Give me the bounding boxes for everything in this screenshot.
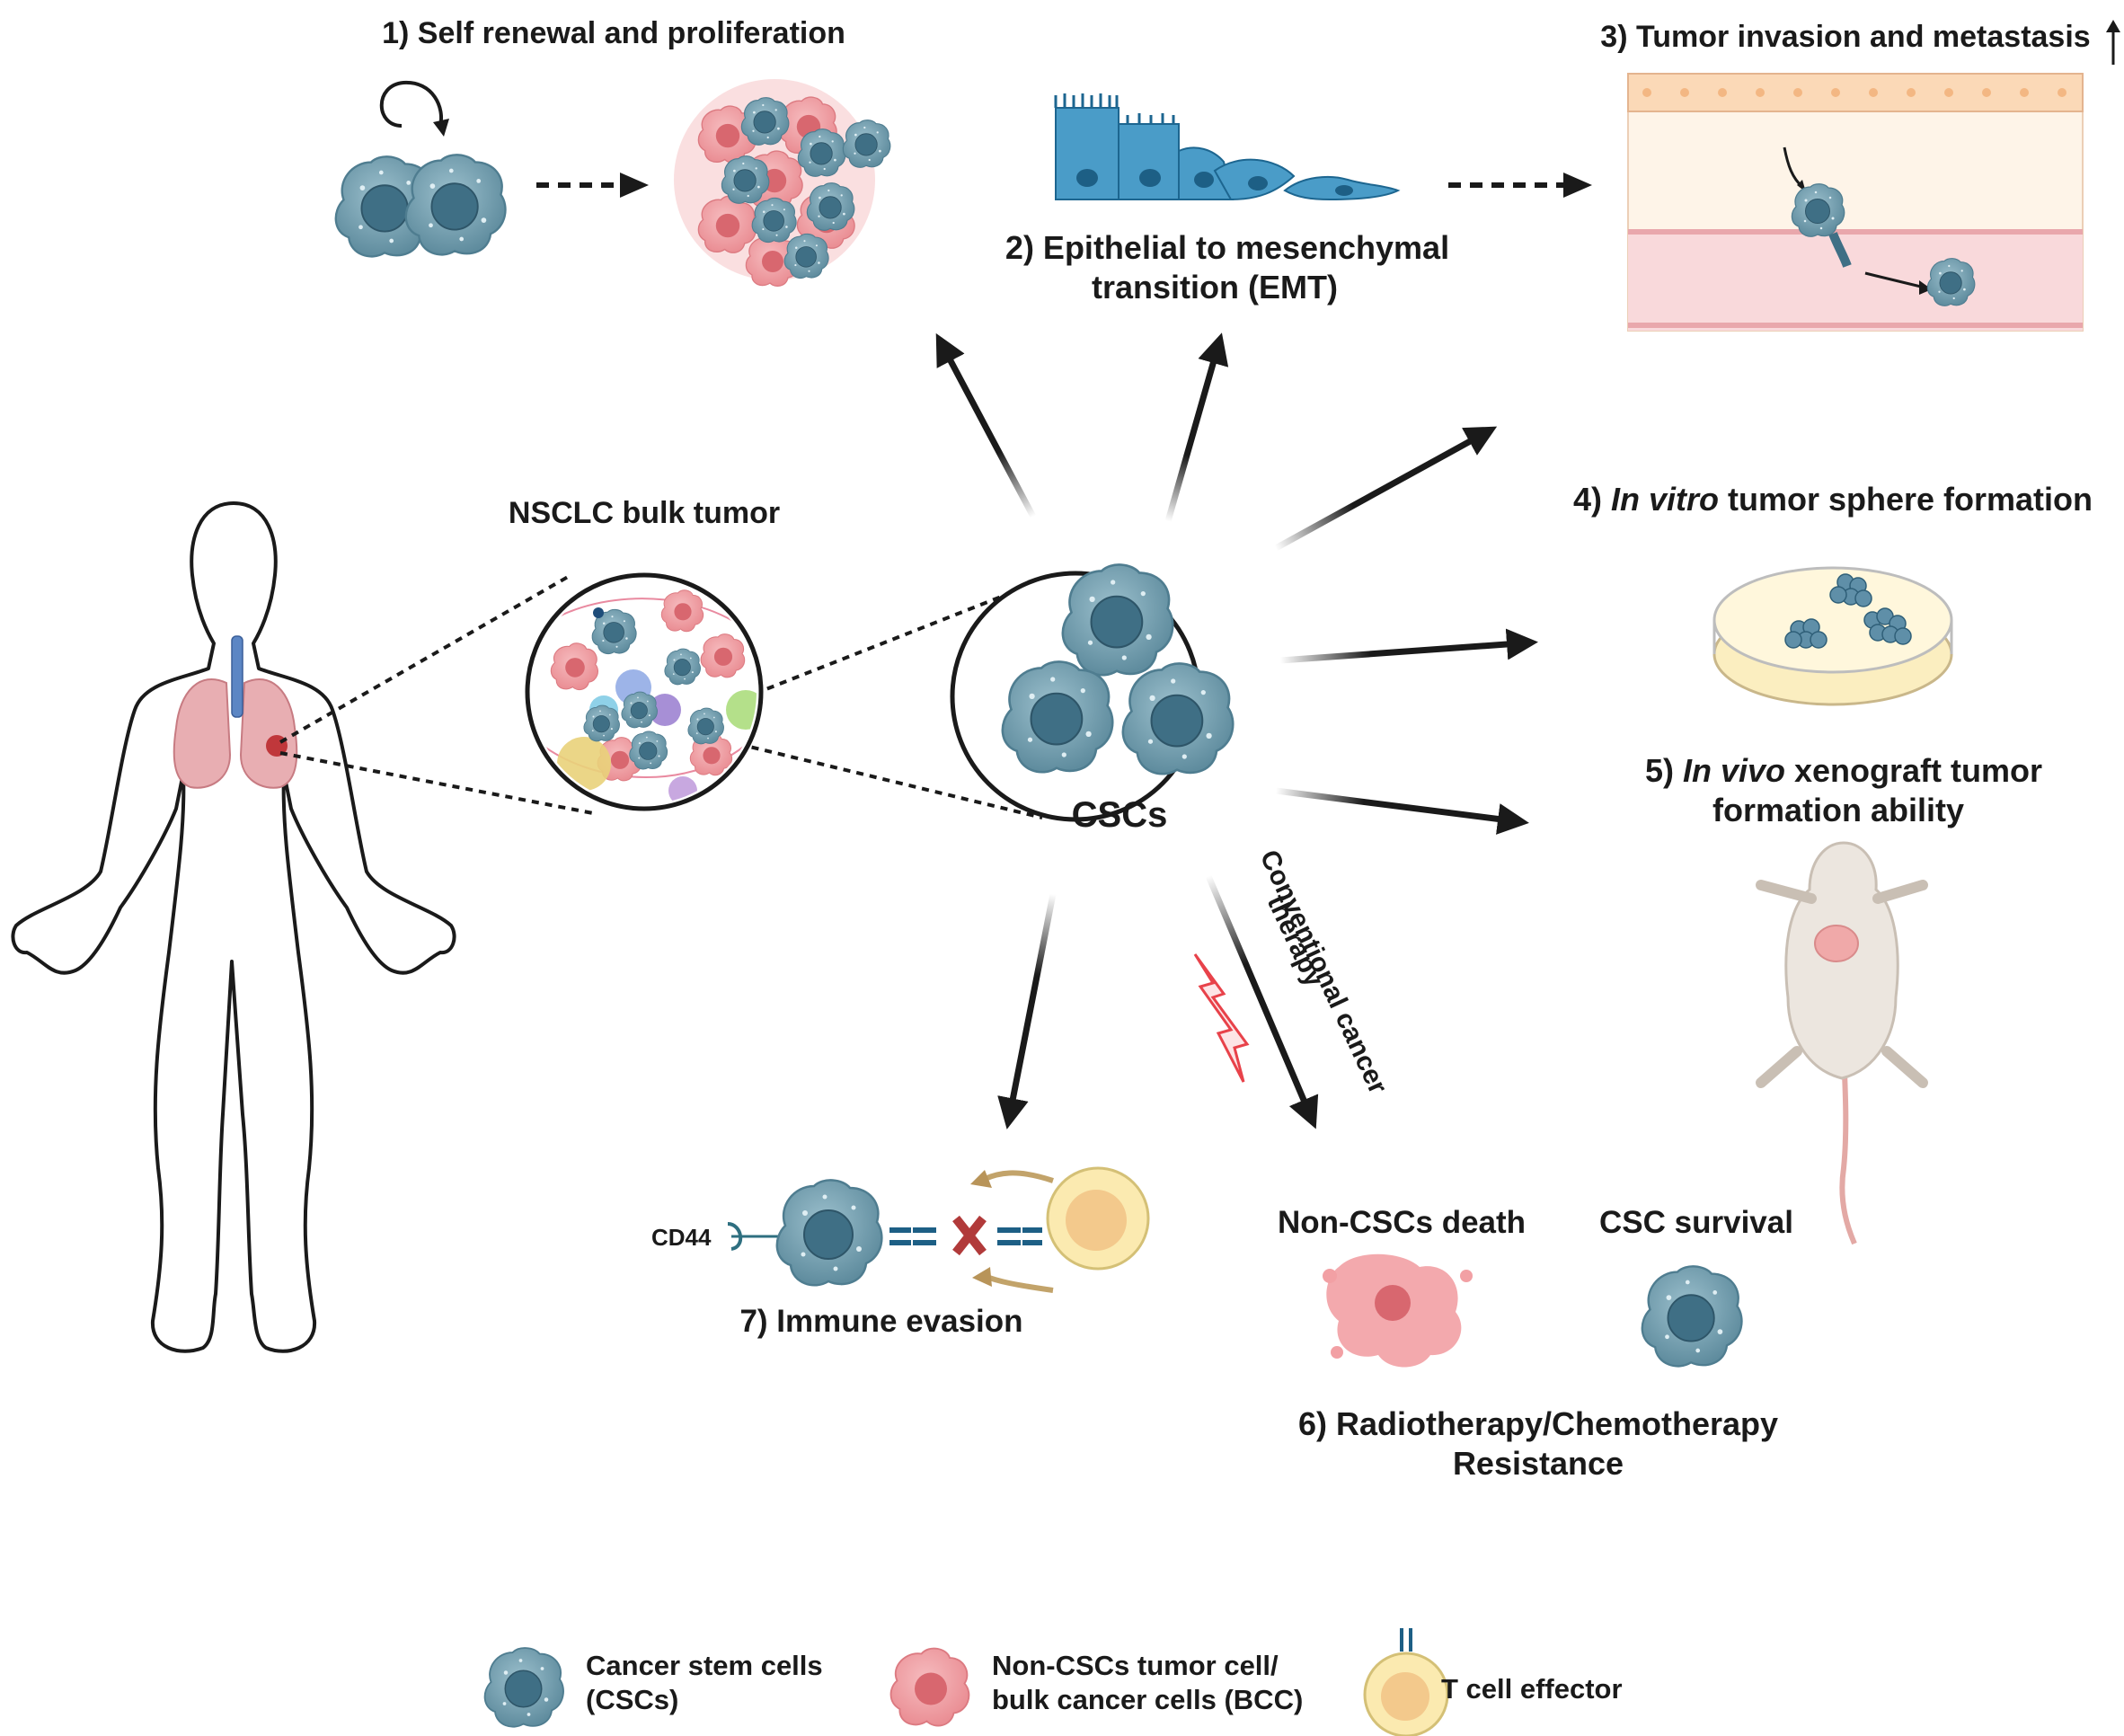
csc-survival-label: CSC survival xyxy=(1599,1205,1793,1240)
bulk-tumor-title: NSCLC bulk tumor xyxy=(509,496,780,530)
cscs-label: CSCs xyxy=(1072,795,1168,835)
t-cell-icon xyxy=(1363,1628,1449,1736)
xenograft-title-line1: 5) In vivo xenograft tumor xyxy=(1645,752,2042,789)
petri-dish-icon xyxy=(1712,566,1953,706)
non-csc-death-label: Non-CSCs death xyxy=(1278,1205,1526,1240)
immune-title: 7) Immune evasion xyxy=(739,1304,1022,1339)
sphere-title: 4) In vitro tumor sphere formation xyxy=(1573,481,2093,518)
legend-csc-line1: Cancer stem cells xyxy=(586,1650,823,1681)
csc-cell-icon xyxy=(483,1647,564,1728)
legend-item-non-csc: Non-CSCs tumor cell/ bulk cancer cells (… xyxy=(889,1647,1303,1727)
legend-non-csc-line1: Non-CSCs tumor cell/ xyxy=(992,1650,1279,1681)
tumor-mass-icon xyxy=(674,79,891,287)
legend: Cancer stem cells (CSCs) Non-CSCs tumor … xyxy=(483,1628,1623,1736)
mouse-icon xyxy=(1756,841,1928,1245)
invasion-title: 3) Tumor invasion and metastasis xyxy=(1600,20,2090,54)
legend-csc-line2: (CSCs) xyxy=(586,1684,678,1715)
emt-title-line2: transition (EMT) xyxy=(1092,269,1338,306)
xenograft-title-line2: formation ability xyxy=(1712,792,1964,828)
immune-evasion-panel: CD44 xyxy=(651,1166,1150,1293)
cscs-circle: CSCs xyxy=(950,563,1235,835)
lightning-icon xyxy=(1193,953,1250,1083)
legend-non-csc-line2: bulk cancer cells (BCC) xyxy=(992,1684,1303,1715)
up-arrow-icon xyxy=(2106,20,2120,65)
radiating-arrows xyxy=(935,332,1538,1129)
self-renewal-title: 1) Self renewal and proliferation xyxy=(382,16,845,50)
surviving-csc-icon xyxy=(1641,1265,1743,1368)
non-csc-cell-icon xyxy=(889,1647,970,1727)
emt-illustration xyxy=(1054,93,1592,201)
legend-item-csc: Cancer stem cells (CSCs) xyxy=(483,1647,823,1728)
legend-item-t-cell: T cell effector xyxy=(1363,1628,1623,1736)
legend-t-cell-line1: T cell effector xyxy=(1441,1673,1623,1705)
dying-cell-icon xyxy=(1323,1253,1473,1368)
emt-title-line1: 2) Epithelial to mesenchymal xyxy=(1005,229,1449,266)
bulk-tumor-circle xyxy=(525,572,764,811)
therapy-label: Conventional cancer therapy xyxy=(1254,846,1394,1099)
lungs-icon xyxy=(173,635,298,789)
invasion-illustration xyxy=(1627,73,2084,332)
zoom-lines xyxy=(279,575,1043,819)
resistance-title-line2: Resistance xyxy=(1453,1445,1624,1482)
cd44-label: CD44 xyxy=(651,1224,712,1251)
human-body-icon xyxy=(11,501,456,1353)
self-renewal-panel xyxy=(334,79,891,287)
resistance-title-line1: 6) Radiotherapy/Chemotherapy xyxy=(1298,1405,1778,1442)
